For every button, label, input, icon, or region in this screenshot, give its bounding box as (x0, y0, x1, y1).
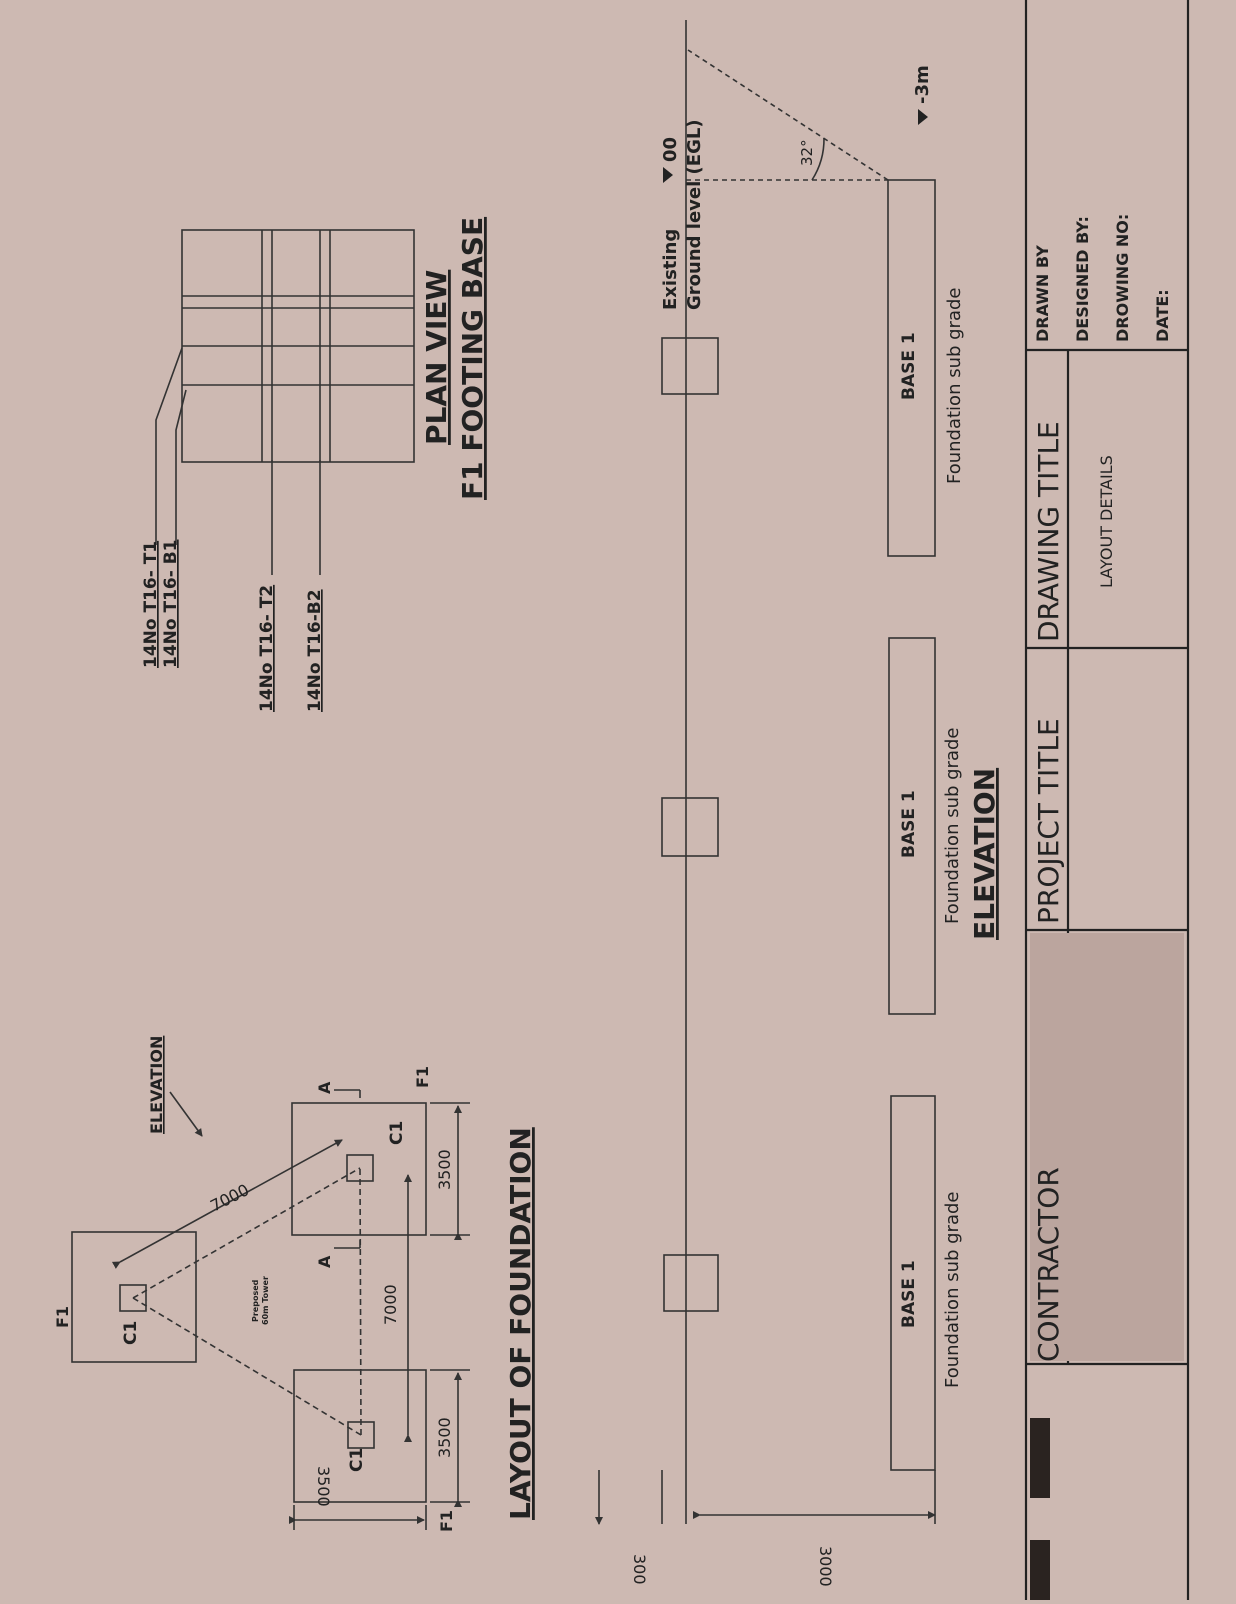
tower-label: 60m Tower (261, 1276, 270, 1325)
drawing-title-value: LAYOUT DETAILS (1097, 455, 1116, 588)
slope-line (687, 49, 889, 181)
level-marker (663, 167, 673, 183)
egl-label: Existing (660, 229, 681, 310)
section-label: A (315, 1081, 334, 1094)
base-label: BASE 1 (899, 1260, 919, 1328)
height-label: 3500 (314, 1466, 333, 1507)
bar-label: 14No T16-B2 (305, 589, 325, 712)
egl-value: 00 (660, 137, 681, 162)
project-title-label: PROJECT TITLE (1032, 718, 1065, 924)
elevation-labels: BASE 1 BASE 1 BASE 1 Foundation sub grad… (630, 65, 1001, 1586)
dim-300-label: 300 (630, 1554, 649, 1585)
subgrade-label: Foundation sub grade (944, 288, 965, 485)
bar-label: 14No T16- T1 (141, 541, 161, 668)
leader-t1 (155, 347, 183, 545)
angle-label: 32° (798, 139, 816, 166)
contractor-logo-area (1030, 933, 1184, 1361)
width-label: 3500 (435, 1149, 454, 1190)
column-label: C1 (347, 1448, 367, 1472)
column (663, 1254, 719, 1312)
layout-labels: F1 C1 C1 C1 Preposed 60m Tower 7000 7000… (53, 1036, 537, 1532)
elevation-marker-label: ELEVATION (147, 1036, 166, 1134)
column-label: C1 (121, 1321, 141, 1345)
dim-line-diagonal (111, 1139, 343, 1269)
egl-label: Ground level (EGL) (684, 119, 705, 310)
base (890, 1095, 936, 1471)
base-label: BASE 1 (899, 332, 919, 400)
width-label: 3500 (435, 1417, 454, 1458)
subgrade-label: Foundation sub grade (942, 1192, 963, 1389)
footing-label: F1 (413, 1066, 432, 1088)
layout-of-foundation (71, 1089, 470, 1530)
date-label: DATE: (1153, 289, 1172, 342)
drawn-by-label: DRAWN BY (1033, 245, 1052, 342)
angle-arc (811, 137, 825, 181)
base-label: BASE 1 (899, 790, 919, 858)
subgrade-label: Foundation sub grade (942, 728, 963, 925)
footing-label: F1 (437, 1510, 456, 1532)
base (888, 637, 936, 1015)
dashed-link (132, 1297, 362, 1436)
bar-label: 14No T16- B1 (161, 540, 181, 669)
depth-label: -3m (912, 65, 933, 104)
section-label: A (315, 1255, 334, 1268)
title-block-labels: CONTRACTOR PROJECT TITLE DRAWING TITLE L… (1032, 214, 1172, 1362)
spacing-label-diagonal: 7000 (207, 1180, 252, 1215)
plan-view-title: PLAN VIEW (420, 270, 453, 445)
drawing-title-label: DRAWING TITLE (1032, 421, 1065, 642)
column (661, 797, 719, 857)
designed-by-label: DESIGNED BY: (1073, 216, 1092, 342)
column-label: C1 (387, 1121, 407, 1145)
plan-view-labels: 14No T16- T1 14No T16- B1 14No T16- T2 1… (141, 217, 489, 712)
footing-label: F1 (53, 1306, 72, 1328)
redaction-mark (1030, 1418, 1050, 1498)
elevation-title: ELEVATION (968, 768, 1001, 940)
column-c1-top (119, 1284, 147, 1312)
footing-f1-left (293, 1369, 427, 1503)
plan-view (155, 229, 415, 575)
plan-view-subtitle: F1 FOOTING BASE (456, 217, 489, 500)
dim-3000-label: 3000 (816, 1546, 835, 1587)
dashed-link (359, 1167, 362, 1436)
column (661, 337, 719, 395)
leader-b1 (175, 389, 187, 545)
contractor-label: CONTRACTOR (1032, 1167, 1065, 1362)
elevation-section (595, 20, 936, 1525)
bar-label: 14No T16- T2 (257, 585, 277, 712)
base (887, 179, 936, 557)
redaction-mark (1030, 1540, 1050, 1600)
elevation-arrow (169, 1091, 203, 1137)
level-marker (918, 109, 928, 125)
tower-label: Preposed (251, 1279, 260, 1322)
spacing-label-vertical: 7000 (381, 1284, 400, 1325)
layout-title: LAYOUT OF FOUNDATION (504, 1127, 537, 1520)
drawing-no-label: DROWING NO: (1113, 214, 1132, 342)
